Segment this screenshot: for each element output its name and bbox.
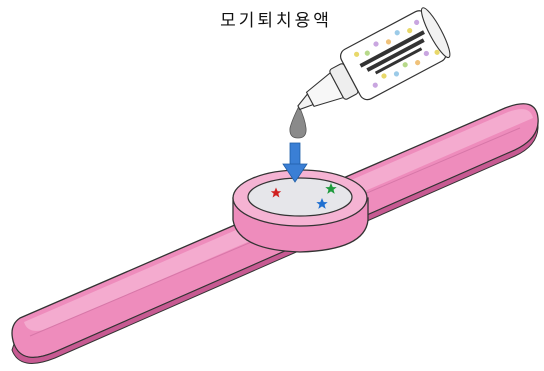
watch-capsule (233, 170, 368, 252)
dropper-bottle-icon (285, 5, 454, 130)
liquid-drop-icon (290, 106, 306, 138)
watch-face (248, 178, 352, 216)
